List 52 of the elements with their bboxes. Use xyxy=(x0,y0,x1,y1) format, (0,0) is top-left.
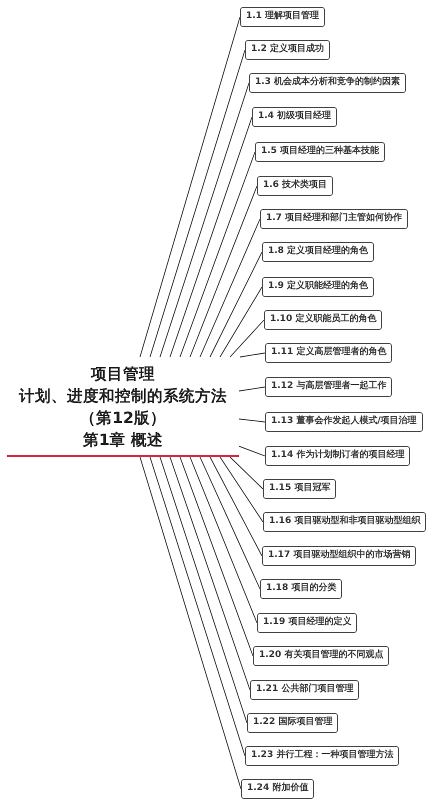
topic-box: 1.7 项目经理和部门主管如何协作 xyxy=(260,209,408,229)
connector-line xyxy=(140,16,240,358)
connector-line xyxy=(190,456,258,624)
topic-box: 1.19 项目经理的定义 xyxy=(257,613,358,633)
topic-box: 1.20 有关项目管理的不同观点 xyxy=(253,646,390,666)
topic-box: 1.11 定义高层管理者的角色 xyxy=(265,343,392,363)
topic-box: 1.12 与高层管理者一起工作 xyxy=(265,377,392,397)
connector-line xyxy=(190,186,258,358)
connector-line xyxy=(238,418,266,422)
topic-box: 1.13 董事会作发起人模式/项目治理 xyxy=(265,412,423,432)
topic-box: 1.10 定义职能员工的角色 xyxy=(264,310,382,330)
topic-box: 1.8 定义项目经理的角色 xyxy=(262,242,374,262)
topic-title: 项目管理 xyxy=(91,364,155,385)
topic-box: 1.22 国际项目管理 xyxy=(247,713,338,733)
topic-title: 第1章 概述 xyxy=(82,430,164,451)
connector-line xyxy=(240,352,266,358)
connector-line xyxy=(160,456,248,724)
connector-line xyxy=(150,50,246,358)
topic-box: 1.15 项目冠军 xyxy=(263,479,336,499)
topic-title: （第12版） xyxy=(80,408,166,429)
topic-box: 1.16 项目驱动型和非项目驱动型组织 xyxy=(263,512,426,532)
connector-line xyxy=(200,456,260,590)
connector-line xyxy=(230,320,264,358)
connector-line xyxy=(238,446,266,456)
connector-line xyxy=(140,456,242,790)
connector-line xyxy=(170,456,250,690)
topic-title: 计划、进度和控制的系统方法 xyxy=(19,386,227,407)
topic-box: 1.21 公共部门项目管理 xyxy=(250,680,360,700)
topic-box: 1.23 并行工程：一种项目管理方法 xyxy=(245,746,400,766)
topic-box: 1.14 作为计划制订者的项目经理 xyxy=(265,446,410,466)
connector-line xyxy=(200,218,260,358)
connector-line xyxy=(220,286,262,358)
connector-line xyxy=(210,456,262,556)
connector-line xyxy=(180,152,256,358)
topic-box: 1.1 理解项目管理 xyxy=(240,7,326,27)
topic-box: 1.18 项目的分类 xyxy=(260,579,342,599)
topic-box: 1.5 项目经理的三种基本技能 xyxy=(255,142,386,162)
topic-box: 1.4 初级项目经理 xyxy=(252,107,338,127)
connector-line xyxy=(150,456,246,756)
topic-box: 1.2 定义项目成功 xyxy=(245,40,330,60)
connector-line xyxy=(180,456,254,656)
connector-line xyxy=(170,116,252,358)
topic-box: 1.24 附加价值 xyxy=(241,779,314,799)
connector-line xyxy=(160,82,250,358)
connector-line xyxy=(210,252,262,358)
topic-box: 1.3 机会成本分析和竞争的制约因素 xyxy=(249,73,406,93)
connector-line xyxy=(220,456,264,522)
connector-line xyxy=(230,456,264,490)
topic-box: 1.6 技术类项目 xyxy=(257,176,334,196)
topic-box: 1.17 项目驱动型组织中的市场营销 xyxy=(262,546,416,566)
topic-box: 1.9 定义职能经理的角色 xyxy=(262,277,374,297)
connector-line xyxy=(238,386,266,392)
